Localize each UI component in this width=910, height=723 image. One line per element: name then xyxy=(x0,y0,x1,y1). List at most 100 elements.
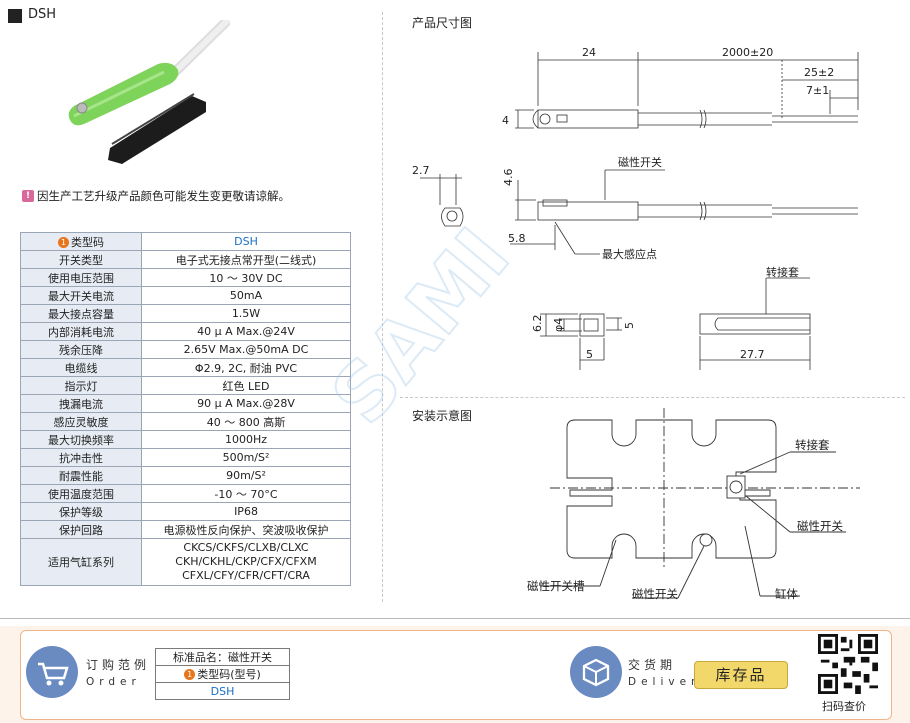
spec-key-text: 耐震性能 xyxy=(59,469,103,483)
spec-row: 使用温度范围-10 ～ 70°C xyxy=(20,484,351,503)
spec-key-text: 拽漏电流 xyxy=(59,397,103,411)
spec-value: 2.65V Max.@50mA DC xyxy=(141,340,351,359)
scan-label: 扫码查价 xyxy=(822,700,866,713)
end-view xyxy=(420,174,464,227)
spec-value: 1000Hz xyxy=(141,430,351,449)
spec-value: 500m/S² xyxy=(141,448,351,467)
sensor-body xyxy=(68,62,179,126)
install-title: 安装示意图 xyxy=(412,409,473,423)
spec-row: 保护等级 IP68 xyxy=(20,502,351,521)
cylinder-body xyxy=(550,408,860,570)
install-adapter-label: 转接套 xyxy=(795,438,830,452)
notice-text: 因生产工艺升级产品颜色可能发生变更敬请谅解。 xyxy=(37,189,290,203)
type-code-badge: 1 xyxy=(58,236,69,248)
spec-key: 适用气缸系列 xyxy=(20,538,142,586)
spec-key: 最大开关电流 xyxy=(20,286,142,305)
spec-key-text: 类型码 xyxy=(71,235,104,249)
series-line: CFXL/CFY/CFR/CFT/CRA xyxy=(182,569,310,582)
spec-key: 电缆线 xyxy=(20,358,142,377)
delivery-box-icon xyxy=(570,646,622,698)
spec-value: 90 μ A Max.@28V xyxy=(141,394,351,413)
spec-row: 保护回路电源极性反向保护、突波吸收保护 xyxy=(20,520,351,539)
spec-key: 内部消耗电流 xyxy=(20,322,142,341)
spec-key: 开关类型 xyxy=(20,250,142,269)
dim-phi4: φ4 xyxy=(552,318,565,332)
spec-value: -10 ～ 70°C xyxy=(141,484,351,503)
dim-4-6: 4.6 xyxy=(502,169,515,187)
spec-key: 感应灵敏度 xyxy=(20,412,142,431)
spec-key: 指示灯 xyxy=(20,376,142,395)
dim-5-bottom: 5 xyxy=(586,348,593,361)
dimension-drawing: 24 2000±20 25±2 7±1 4 4.6 5.8 磁性开关 最大感应点… xyxy=(412,46,859,370)
spec-row: 抗冲击性 500m/S² xyxy=(20,448,351,467)
spec-value: DSH xyxy=(141,232,351,251)
adapter-photo xyxy=(108,93,206,164)
dim-5-8: 5.8 xyxy=(508,232,526,245)
spec-value: 50mA xyxy=(141,286,351,305)
spec-key-text: 指示灯 xyxy=(64,379,98,393)
spec-key: 残余压降 xyxy=(20,340,142,359)
dim-7: 7±1 xyxy=(806,84,829,97)
spec-value: IP68 xyxy=(141,502,351,521)
sensor-cable xyxy=(170,20,230,77)
spec-key-text: 保护等级 xyxy=(59,505,103,519)
spec-key: 使用电压范围 xyxy=(20,268,142,287)
type-code-badge: 1 xyxy=(184,669,196,680)
install-diagram xyxy=(540,408,860,599)
side-view xyxy=(510,169,858,255)
spec-row: 最大切换频率 1000Hz xyxy=(20,430,351,449)
spec-value: Φ2.9, 2C, 耐油 PVC xyxy=(141,358,351,377)
spec-key: 最大接点容量 xyxy=(20,304,142,323)
spec-key-text: 抗冲击性 xyxy=(59,451,103,465)
spec-key-text: 残余压降 xyxy=(59,343,103,357)
spec-key-text: 感应灵敏度 xyxy=(53,415,109,429)
install-switch-bottom xyxy=(699,533,713,547)
label-switch: 磁性开关 xyxy=(618,155,662,169)
vertical-divider xyxy=(382,12,383,602)
dim-5-side: 5 xyxy=(623,322,636,329)
adapter-end-view xyxy=(540,313,622,370)
spec-key-text: 内部消耗电流 xyxy=(48,325,114,339)
spec-key-text: 最大切换频率 xyxy=(48,433,114,447)
delivery-subtitle: Delivery xyxy=(628,676,712,688)
spec-key-text: 开关类型 xyxy=(59,253,103,267)
stock-badge: 库存品 xyxy=(694,661,788,689)
notice: ! 因生产工艺升级产品颜色可能发生变更敬请谅解。 xyxy=(22,188,290,204)
qr-code-icon[interactable] xyxy=(818,634,878,694)
spec-key-text: 最大接点容量 xyxy=(48,307,114,321)
delivery-title: 交货期 xyxy=(628,658,677,672)
horizontal-divider xyxy=(400,397,905,398)
install-switch-label: 磁性开关 xyxy=(797,519,843,533)
spec-key: 耐震性能 xyxy=(20,466,142,485)
spec-key-text: 电缆线 xyxy=(64,361,98,375)
top-view xyxy=(515,52,859,129)
dimension-title: 产品尺寸图 xyxy=(412,16,473,30)
label-sense: 最大感应点 xyxy=(602,247,657,261)
order-title: 订购范例 xyxy=(86,658,151,672)
order-subtitle: Order xyxy=(86,676,141,688)
dim-6-2: 6.2 xyxy=(531,315,544,333)
install-switch2-label: 磁性开关 xyxy=(632,587,678,601)
dim-24: 24 xyxy=(582,46,596,59)
spec-key: 保护回路 xyxy=(20,520,142,539)
spec-row: 拽漏电流 90 μ A Max.@28V xyxy=(20,394,351,413)
spec-value: 40 ～ 800 高斯 xyxy=(141,412,351,431)
install-slot-label: 磁性开关槽 xyxy=(527,579,585,593)
dim-2000: 2000±20 xyxy=(722,46,773,59)
order-cart-icon xyxy=(26,646,78,698)
product-photo xyxy=(68,20,230,164)
spec-key-text: 使用电压范围 xyxy=(48,271,114,285)
spec-value: 电源极性反向保护、突波吸收保护 xyxy=(141,520,351,539)
watermark: SAMI xyxy=(314,211,528,442)
spec-key: 保护等级 xyxy=(20,502,142,521)
dim-2-7: 2.7 xyxy=(412,164,430,177)
info-icon: ! xyxy=(22,190,34,202)
